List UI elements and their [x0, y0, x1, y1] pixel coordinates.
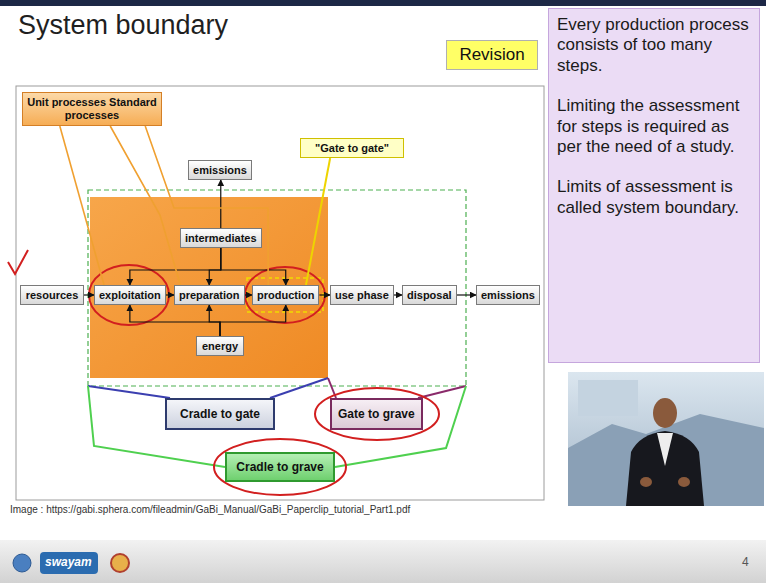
scope-box: "Gate to gate": [300, 138, 404, 158]
process-type-box: Unit processes Standard processes: [22, 92, 162, 126]
node-text: resources: [25, 288, 79, 302]
presenter: [678, 477, 690, 487]
node-text: Revision: [459, 45, 524, 65]
node-text: emissions: [193, 163, 247, 177]
logo-icon: [111, 554, 129, 572]
page-number: 4: [742, 555, 749, 569]
figure-frame: [16, 86, 544, 500]
output-box: emissions: [476, 285, 540, 305]
link-line: [306, 158, 330, 285]
process-area: [90, 197, 328, 378]
node-text: Limiting the assessment for steps is req…: [557, 96, 751, 157]
process-box: exploitation: [94, 285, 166, 305]
scope-line: [418, 386, 466, 398]
scope-box: Gate to grave: [330, 398, 423, 430]
node-text: Unit processes Standard processes: [26, 96, 158, 122]
flow-arrow: [130, 305, 220, 336]
annotation-circle: [245, 267, 325, 323]
node-text: Cradle to gate: [173, 407, 267, 421]
node-text: exploitation: [99, 288, 161, 302]
logo-icon: [13, 554, 31, 572]
flow-arrow: [221, 248, 286, 285]
input-box: intermediates: [180, 228, 262, 248]
presenter-video: [568, 372, 764, 506]
presenter: [657, 433, 673, 466]
top-band: [0, 0, 766, 6]
node-text: Gate to grave: [338, 407, 415, 421]
process-box: use phase: [330, 285, 394, 305]
link-line: [145, 126, 268, 285]
flow-arrow: [209, 248, 221, 285]
annotation-circle: [214, 439, 346, 495]
flow-arrow: [319, 294, 330, 295]
annotations: [8, 250, 439, 495]
annotation-circle: [315, 388, 439, 440]
process-box: production: [252, 285, 319, 305]
node-text: use phase: [335, 288, 389, 302]
node-text: Limits of assessment is called system bo…: [557, 177, 751, 218]
presenter: [626, 431, 704, 506]
scope-box: Cradle to grave: [225, 452, 335, 482]
input-box: energy: [196, 336, 244, 356]
node-text: Cradle to grave: [233, 460, 327, 474]
revision-tag: Revision: [446, 40, 538, 70]
flow-arrow: [457, 294, 476, 295]
image-caption: Image : https://gabi.sphera.com/fileadmi…: [10, 504, 410, 515]
check-mark: [8, 250, 28, 274]
video-frame: [568, 372, 764, 506]
scope-box: Cradle to gate: [165, 398, 275, 430]
node-text: disposal: [407, 288, 452, 302]
scope-line: [88, 386, 170, 398]
logo-badge: [40, 552, 98, 574]
presenter: [640, 477, 652, 487]
link-line: [60, 126, 104, 285]
flow-arrow: [394, 294, 402, 295]
node-text: preparation: [179, 288, 240, 302]
node-text: intermediates: [185, 231, 257, 245]
footer-bar: [0, 540, 766, 583]
slide-title: System boundary: [18, 10, 228, 41]
node-text: production: [257, 288, 314, 302]
flow-arrow: [166, 294, 174, 295]
flow-arrow: [209, 305, 220, 336]
link-line: [110, 126, 180, 285]
logo-text: swayam: [45, 555, 92, 569]
flow-arrow: [220, 180, 221, 228]
process-box: disposal: [402, 285, 457, 305]
system-boundary: [88, 190, 466, 386]
input-box: resources: [20, 285, 84, 305]
process-box: preparation: [174, 285, 245, 305]
output-box: emissions: [188, 160, 252, 180]
presenter: [653, 398, 677, 428]
gate-boundary: [247, 278, 323, 312]
node-text: energy: [201, 339, 239, 353]
node-text: Every production process consists of too…: [557, 15, 751, 76]
flow-arrow: [84, 294, 94, 295]
flow-arrow: [220, 305, 286, 336]
flow-arrow: [245, 294, 252, 295]
node-text: emissions: [481, 288, 535, 302]
video-background: [578, 380, 638, 416]
node-text: "Gate to gate": [305, 141, 399, 155]
scope-line: [270, 378, 328, 398]
note-panel: Every production process consists of too…: [548, 8, 760, 363]
